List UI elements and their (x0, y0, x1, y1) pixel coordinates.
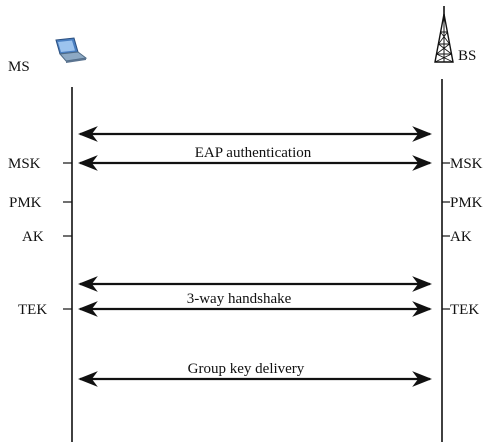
right-key-label: TEK (450, 302, 479, 318)
right-key-label: PMK (450, 195, 483, 211)
left-key-pmk: PMK (9, 195, 72, 211)
right-key-tek: TEK (442, 302, 479, 318)
laptop-icon (55, 37, 88, 63)
right-key-ak: AK (442, 229, 472, 245)
message-arrow-eap-authentication: EAP authentication (78, 145, 432, 171)
right-key-label: AK (450, 229, 472, 245)
right-key-msk: MSK (442, 156, 483, 172)
right-key-pmk: PMK (442, 195, 483, 211)
bs-label: BS (458, 48, 476, 64)
left-key-label: MSK (8, 156, 41, 172)
message-arrow-3-way-handshake: 3-way handshake (78, 291, 432, 317)
left-key-msk: MSK (8, 156, 72, 172)
message-label: 3-way handshake (187, 291, 292, 307)
left-key-tek: TEK (18, 302, 72, 318)
left-key-label: PMK (9, 195, 42, 211)
message-label: Group key delivery (188, 361, 305, 377)
radio-tower-icon (434, 6, 454, 63)
left-key-label: TEK (18, 302, 47, 318)
message-arrow-group-key-delivery: Group key delivery (78, 361, 432, 387)
left-key-label: AK (22, 229, 44, 245)
right-key-label: MSK (450, 156, 483, 172)
left-key-ak: AK (22, 229, 72, 245)
message-label: EAP authentication (195, 145, 312, 161)
ms-label: MS (8, 59, 30, 75)
